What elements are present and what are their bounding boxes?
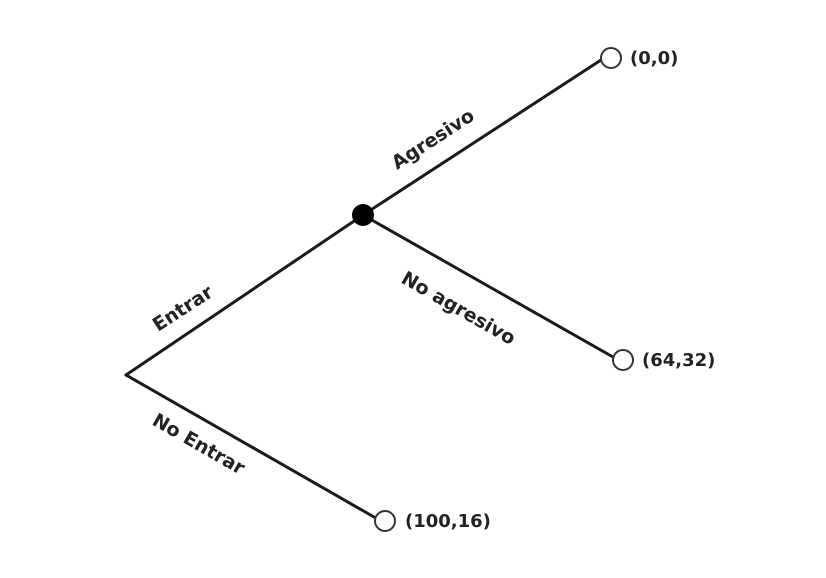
label-no-agresivo: No agresivo (398, 267, 520, 349)
edge-agresivo (361, 58, 603, 217)
terminal-node-no-entrar (374, 510, 396, 532)
label-agresivo: Agresivo (388, 105, 479, 175)
edge-no-agresivo (361, 213, 615, 359)
label-no-entrar: No Entrar (149, 409, 250, 479)
terminal-node-no-agresivo (612, 349, 634, 371)
decision-node (352, 204, 374, 226)
payoff-agresivo: (0,0) (630, 48, 678, 69)
edge-no-entrar (124, 373, 376, 519)
payoff-no-entrar: (100,16) (405, 511, 491, 532)
edge-entrar (124, 213, 365, 377)
label-entrar: Entrar (149, 281, 218, 336)
terminal-node-agresivo (600, 47, 622, 69)
payoff-no-agresivo: (64,32) (642, 350, 715, 371)
